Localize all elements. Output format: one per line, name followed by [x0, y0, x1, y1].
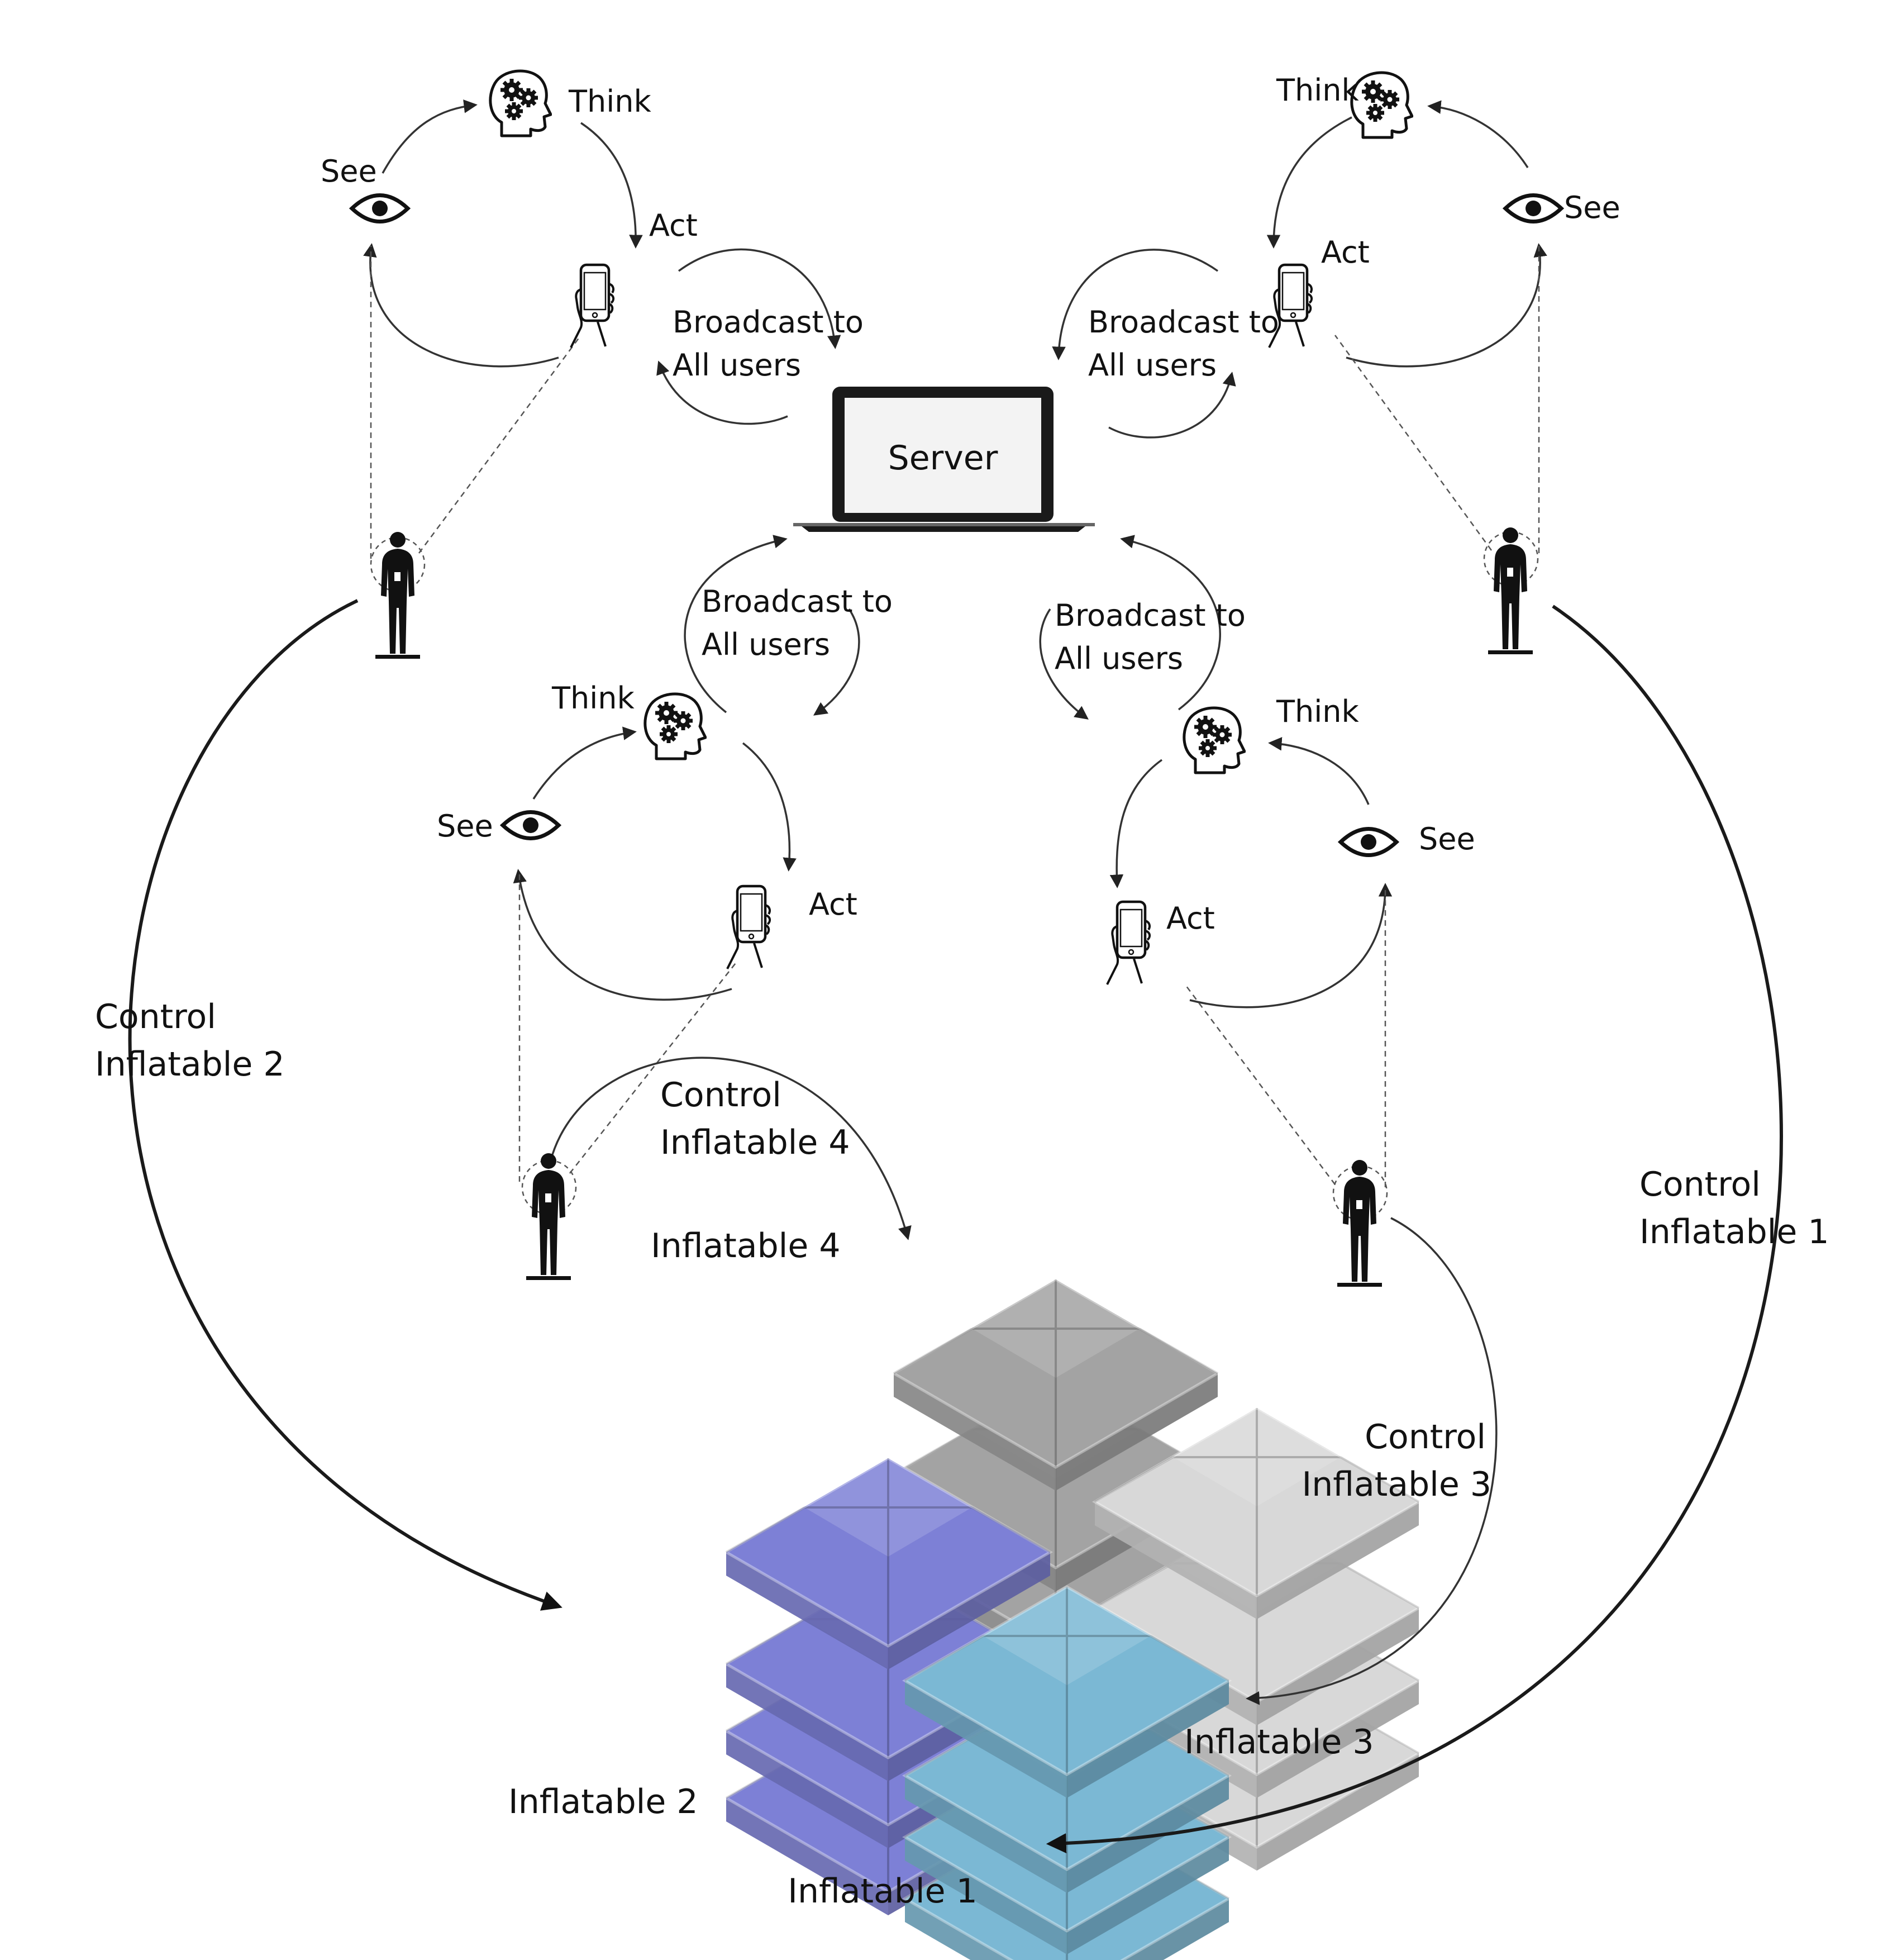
- server-label: Server: [888, 439, 998, 478]
- inflatable-2-label: Inflatable 2: [508, 1782, 698, 1821]
- person-icon: [1488, 527, 1533, 654]
- control-label-line1: Control: [1365, 1417, 1486, 1457]
- broadcast-label-line2: All users: [1055, 641, 1183, 676]
- hand-phone-icon: [571, 265, 613, 348]
- brain-gears-icon: [645, 694, 705, 759]
- person-icon: [526, 1153, 571, 1280]
- control-label-line1: Control: [660, 1076, 781, 1115]
- see-label: See: [1564, 190, 1620, 225]
- control-label-line1: Control: [95, 997, 216, 1036]
- person-icon: [1337, 1160, 1382, 1287]
- act-label: Act: [1321, 235, 1370, 270]
- broadcast-label-line2: All users: [1088, 348, 1217, 383]
- control-arcs: [128, 599, 1783, 1854]
- broadcast-label-line1: Broadcast to: [1088, 305, 1279, 340]
- eye-icon: [352, 196, 408, 222]
- control-label-line2: Inflatable 1: [1639, 1212, 1829, 1252]
- person-icon: [375, 532, 420, 659]
- eye-icon: [503, 812, 559, 839]
- think-label: Think: [1276, 694, 1359, 729]
- think-label: Think: [1276, 73, 1359, 108]
- act-label: Act: [1166, 901, 1215, 936]
- laptop-icon: [793, 387, 1095, 532]
- control-label-line2: Inflatable 4: [660, 1123, 850, 1162]
- broadcast-label-line1: Broadcast to: [1055, 598, 1246, 633]
- inflatable-3-label: Inflatable 3: [1184, 1723, 1374, 1762]
- broadcast-label-line1: Broadcast to: [702, 584, 893, 619]
- brain-gears-icon: [490, 71, 551, 136]
- act-label: Act: [809, 887, 857, 922]
- loop-4-arcs: [513, 535, 860, 1001]
- loop-1-arcs: [363, 99, 841, 425]
- loop-3-arcs: [1039, 535, 1393, 1008]
- broadcast-label-line2: All users: [702, 627, 830, 662]
- inflatable-4-label: Inflatable 4: [651, 1226, 841, 1266]
- think-label: Think: [551, 681, 635, 716]
- hand-phone-icon: [727, 886, 770, 969]
- control-label-line1: Control: [1639, 1165, 1761, 1204]
- think-label: Think: [568, 84, 651, 119]
- broadcast-label-line2: All users: [673, 348, 801, 383]
- act-label: Act: [649, 208, 698, 243]
- control-label-line2: Inflatable 3: [1302, 1465, 1492, 1504]
- brain-gears-icon: [1184, 708, 1245, 773]
- eye-icon: [1341, 829, 1396, 855]
- eye-icon: [1505, 196, 1561, 222]
- control-label-line2: Inflatable 2: [95, 1045, 285, 1084]
- see-label: See: [437, 808, 493, 844]
- broadcast-label-line1: Broadcast to: [673, 305, 864, 340]
- loop-2-arcs: [1052, 100, 1547, 439]
- inflatable-1-label: Inflatable 1: [788, 1872, 978, 1911]
- hand-phone-icon: [1107, 902, 1150, 984]
- brain-gears-icon: [1352, 73, 1412, 137]
- see-label: See: [1419, 821, 1475, 857]
- inflatable-stacks: [726, 1279, 1419, 1960]
- see-label: See: [321, 154, 377, 189]
